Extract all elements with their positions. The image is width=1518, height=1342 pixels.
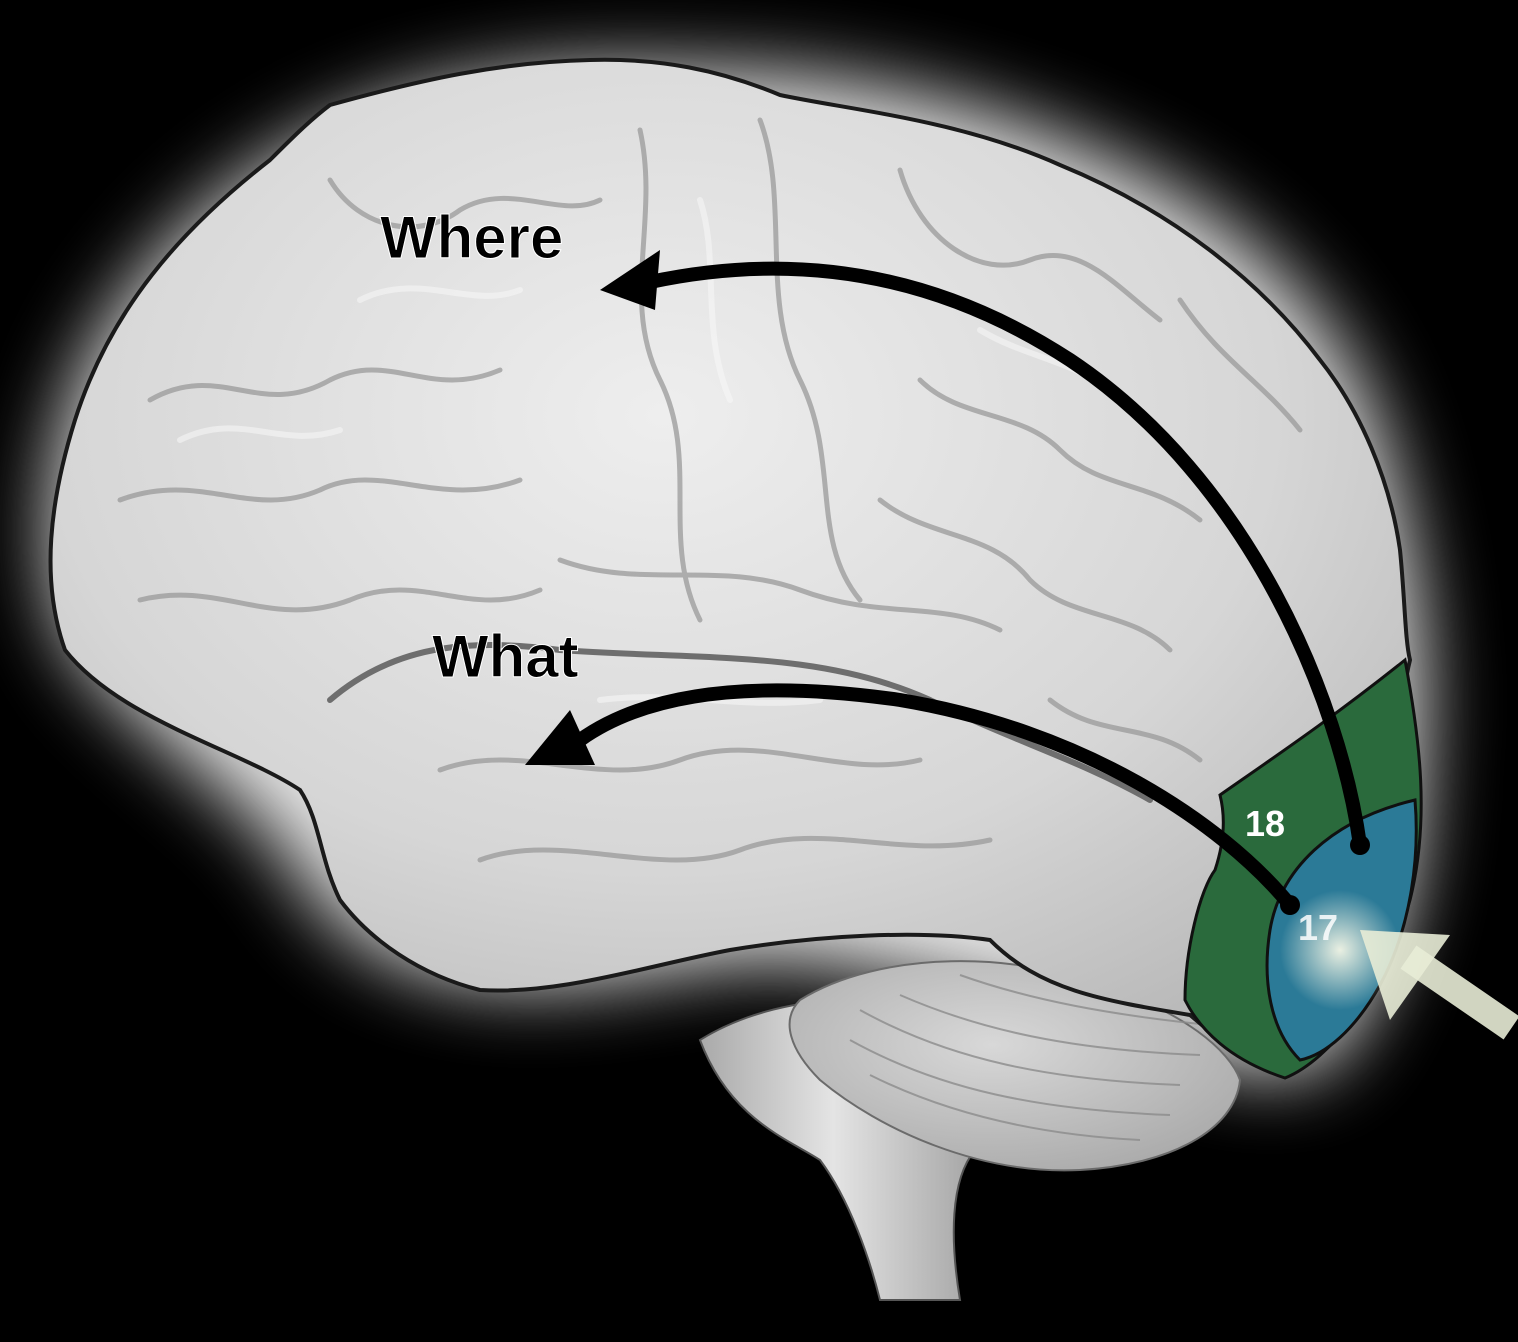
lateral-fissure <box>327 642 1153 803</box>
dorsal-stream-arrow <box>600 250 1370 855</box>
cortical-folds <box>117 117 1303 863</box>
area-17-label: 17 <box>1298 907 1338 948</box>
light-arrow-icon <box>1360 930 1518 1040</box>
where-label: Where <box>380 204 563 271</box>
light-glow <box>1280 890 1400 1010</box>
what-label: What <box>432 623 579 690</box>
cerebrum <box>48 57 1413 1078</box>
ventral-stream-arrow <box>525 683 1300 915</box>
cerebellum-folia <box>849 974 1211 1141</box>
area-18-label: 18 <box>1245 803 1285 844</box>
